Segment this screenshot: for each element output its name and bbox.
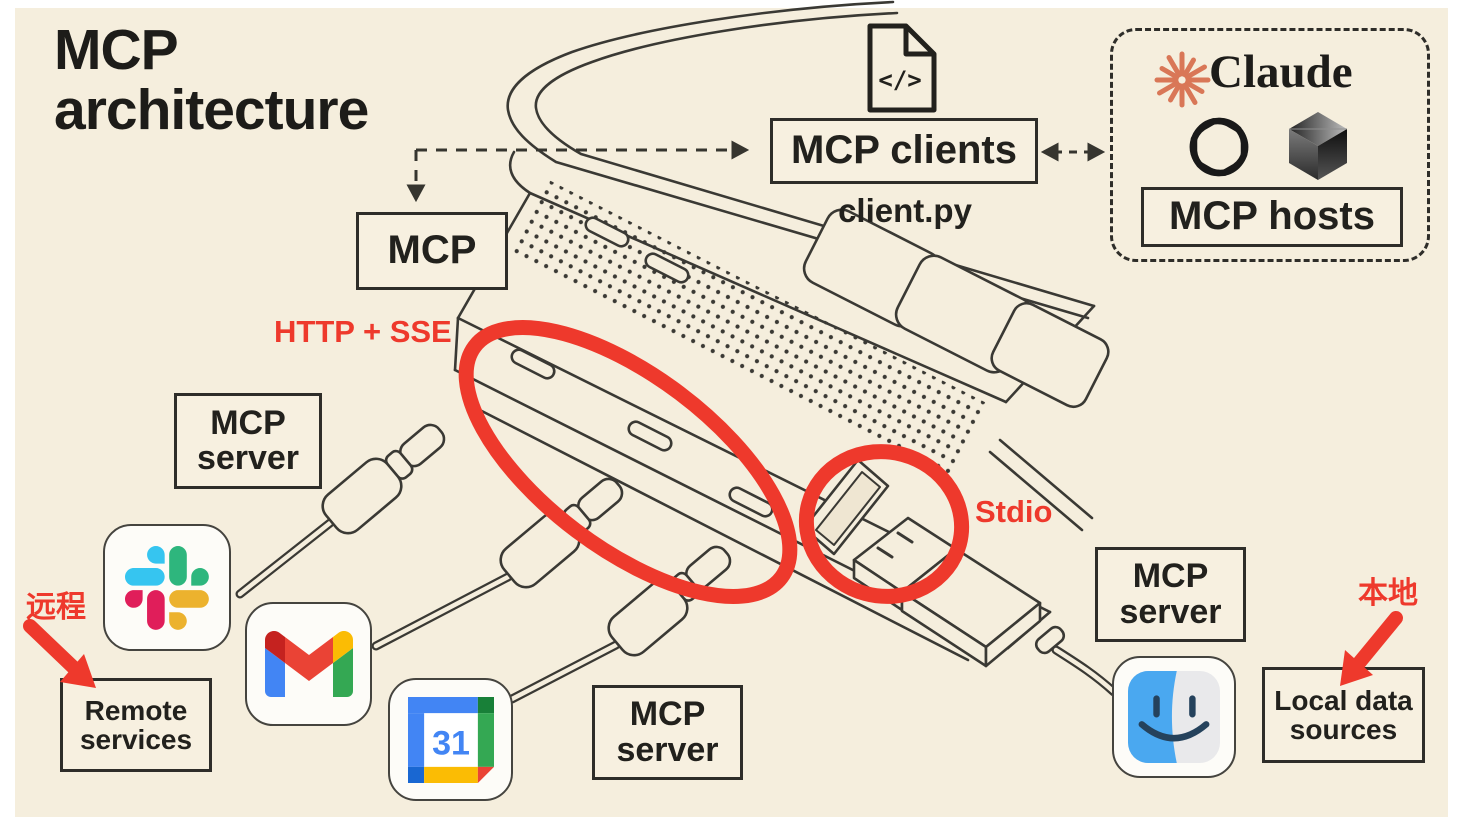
remote-line2: services (79, 724, 193, 755)
mcp-hosts-container: Claude MCP hosts (1110, 28, 1430, 262)
calendar-day-number: 31 (432, 724, 470, 762)
server-right-line1: MCP (1132, 557, 1209, 596)
server-right-line2: server (1119, 592, 1222, 631)
slack-icon (125, 545, 209, 630)
mcp-clients-label: MCP clients (791, 128, 1017, 173)
page-title: MCP architecture (54, 18, 369, 143)
code-file-icon: </> (867, 23, 937, 113)
mcp-server-box-center: MCP server (592, 685, 743, 780)
claude-icon (1154, 51, 1211, 108)
remote-services-box: Remote services (60, 678, 212, 772)
remote-line1: Remote (84, 694, 188, 726)
mcp-box: MCP (356, 212, 508, 290)
stdio-label: Stdio (975, 494, 1053, 529)
local-label-zh: 本地 (1358, 577, 1418, 610)
client-py-label: client.py (838, 192, 972, 229)
server-center-line1: MCP (629, 695, 706, 734)
mcp-hosts-box: MCP hosts (1141, 187, 1403, 247)
gmail-icon (264, 631, 353, 697)
mcp-server-box-right: MCP server (1095, 547, 1246, 642)
local-line2: sources (1289, 714, 1398, 745)
gmail-card (245, 602, 372, 726)
server-left-line2: server (196, 439, 300, 477)
remote-label-zh: 远程 (26, 591, 86, 624)
claude-wordmark: Claude (1209, 46, 1353, 98)
http-sse-label: HTTP + SSE (274, 314, 452, 349)
cursor-icon (1289, 112, 1347, 180)
code-glyph: </> (878, 66, 921, 94)
local-data-sources-box: Local data sources (1262, 667, 1425, 763)
local-line1: Local data (1274, 684, 1413, 716)
title-line-2: architecture (54, 78, 369, 143)
slack-card (103, 524, 231, 651)
server-left-line1: MCP (210, 403, 286, 442)
openai-icon (1189, 117, 1249, 177)
mcp-label: MCP (387, 228, 477, 273)
mcp-hosts-label: MCP hosts (1169, 194, 1375, 239)
title-line-1: MCP (54, 18, 179, 82)
finder-card (1112, 656, 1236, 778)
usb-c-connector (321, 423, 446, 535)
mcp-clients-box: MCP clients (770, 118, 1038, 184)
google-calendar-icon: 31 (407, 696, 494, 783)
google-calendar-card: 31 (388, 678, 513, 801)
finder-icon (1128, 671, 1220, 763)
server-center-line2: server (616, 730, 719, 769)
mcp-server-box-left: MCP server (174, 393, 322, 489)
